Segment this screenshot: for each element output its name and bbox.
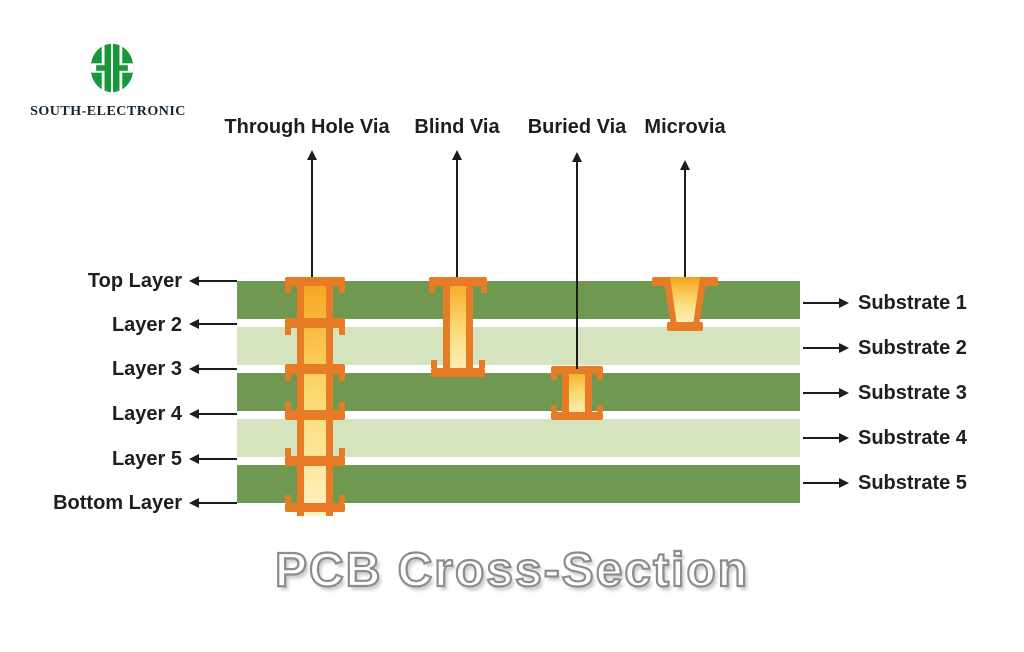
arrow-left-icon	[189, 319, 199, 329]
via-label-buried: Buried Via	[527, 116, 627, 138]
layer-label-3: Layer 3	[111, 358, 182, 380]
buried-via-pointer-arrow	[572, 152, 582, 369]
substrate-band-3	[237, 373, 800, 411]
arrow-up-icon	[452, 150, 462, 160]
arrow-left-icon	[189, 498, 199, 508]
blind-via-pointer-arrow	[452, 150, 462, 277]
layer-arrow-4	[189, 409, 237, 419]
layer-arrow-bottom	[189, 498, 237, 508]
substrate-label-2: Substrate 2	[858, 337, 967, 359]
arrow-left-icon	[189, 409, 199, 419]
layer-arrow-top	[189, 276, 237, 286]
hh-monogram-icon	[90, 43, 134, 93]
arrow-up-icon	[307, 150, 317, 160]
substrate-arrow-5	[803, 478, 849, 488]
arrow-right-icon	[839, 343, 849, 353]
layer-label-5: Layer 5	[111, 448, 182, 470]
brand-name: SOUTH-ELECTRONIC	[30, 104, 186, 119]
substrate-arrow-3	[803, 388, 849, 398]
substrate-label-4: Substrate 4	[858, 427, 967, 449]
substrate-band-4	[237, 419, 800, 457]
substrate-label-5: Substrate 5	[858, 472, 967, 494]
substrate-label-1: Substrate 1	[858, 292, 967, 314]
layer-arrow-3	[189, 364, 237, 374]
substrate-band-2	[237, 327, 800, 365]
arrow-up-icon	[680, 160, 690, 170]
via-label-blind: Blind Via	[414, 116, 500, 138]
arrow-left-icon	[189, 276, 199, 286]
arrow-right-icon	[839, 298, 849, 308]
microvia-pointer-arrow	[680, 160, 690, 277]
arrow-right-icon	[839, 388, 849, 398]
via-label-through-hole: Through Hole Via	[224, 116, 390, 138]
pcb-board	[237, 281, 800, 503]
substrate-arrow-4	[803, 433, 849, 443]
page-title: PCB Cross-Section	[274, 543, 750, 598]
via-label-microvia: Microvia	[644, 116, 726, 138]
arrow-right-icon	[839, 478, 849, 488]
layer-label-bottom: Bottom Layer	[53, 492, 182, 514]
substrate-band-1	[237, 281, 800, 319]
layer-label-4: Layer 4	[111, 403, 182, 425]
substrate-arrow-1	[803, 298, 849, 308]
layer-label-2: Layer 2	[111, 314, 182, 336]
arrow-up-icon	[572, 152, 582, 162]
through-hole-via-pointer-arrow	[307, 150, 317, 277]
layer-label-top: Top Layer	[87, 270, 182, 292]
layer-arrow-5	[189, 454, 237, 464]
layer-arrow-2	[189, 319, 237, 329]
substrate-label-3: Substrate 3	[858, 382, 967, 404]
arrow-left-icon	[189, 364, 199, 374]
arrow-right-icon	[839, 433, 849, 443]
substrate-arrow-2	[803, 343, 849, 353]
arrow-left-icon	[189, 454, 199, 464]
substrate-band-5	[237, 465, 800, 503]
